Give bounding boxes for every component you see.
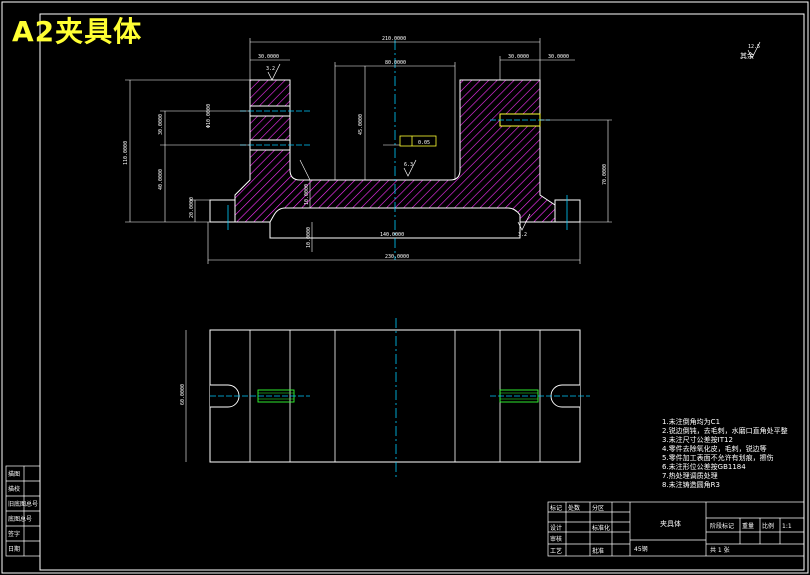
- tb-cell-design: 设计: [550, 524, 562, 532]
- left-flange: [209, 199, 236, 223]
- dim-slot-depth-b: 10.0000: [306, 227, 312, 248]
- tb-cell-standard: 标准化: [592, 524, 610, 532]
- title-block-scale-label: 比例: [762, 522, 774, 530]
- dim-left-sub-a: 30.0000: [158, 114, 164, 135]
- title-block-part-name: 夹具体: [660, 519, 681, 528]
- note-7: 7.热处理调质处理: [662, 471, 718, 480]
- tb-cell-review: 审核: [550, 535, 562, 543]
- note-8: 8.未注铸造圆角R3: [662, 480, 720, 489]
- tb-cell-zone: 分区: [592, 504, 604, 512]
- dim-right-step-b: 30.0000: [548, 54, 569, 60]
- dim-base-small: 20.0000: [189, 197, 195, 218]
- title-block: [547, 501, 805, 557]
- tb-cell-count: 处数: [568, 504, 580, 512]
- drawing-title: A2夹具体: [12, 15, 143, 48]
- tb-cell-mark: 标记: [550, 504, 562, 512]
- roughness-right-bottom: 3.2: [518, 232, 527, 238]
- dim-inner-depth: 45.0000: [358, 114, 364, 135]
- dim-overall-top: 210.0000: [382, 36, 406, 42]
- dim-slot-depth: 10.0000: [304, 184, 310, 205]
- dim-hole-size: Φ10.0000: [206, 104, 212, 128]
- roughness-center: 6.3: [404, 162, 413, 168]
- plan-view: 60.0000: [180, 318, 590, 478]
- dim-left-height: 110.0000: [123, 141, 129, 165]
- left-stamp: [5, 465, 41, 557]
- roughness-left-top: 3.2: [266, 66, 275, 72]
- dim-right-step-a: 30.0000: [508, 54, 529, 60]
- dim-bottom-overall: 230.0000: [385, 254, 409, 260]
- note-5: 5.零件加工表面不允许有划痕，擦伤: [662, 453, 774, 462]
- note-2: 2.锐边倒钝，去毛刺，水磨口直角处平整: [662, 426, 788, 435]
- dim-plan-height: 60.0000: [180, 384, 186, 405]
- note-3: 3.未注尺寸公差按IT12: [662, 435, 733, 444]
- drawing-frame: [39, 13, 805, 571]
- dim-left-sub-b: 40.0000: [158, 169, 164, 190]
- title-block-sheet: 共 1 张: [710, 546, 730, 554]
- dim-left-step: 30.0000: [258, 54, 279, 60]
- tb-cell-approve: 批准: [592, 547, 604, 555]
- dim-bottom-inner: 140.0000: [380, 232, 404, 238]
- right-flange: [554, 199, 581, 223]
- title-block-scale: 1:1: [782, 523, 792, 530]
- stamp-row-6: 日期: [8, 545, 20, 553]
- title-block-material: 45钢: [634, 545, 648, 553]
- technical-notes: 1.未注倒角均为C1 2.锐边倒钝，去毛刺，水磨口直角处平整 3.未注尺寸公差按…: [662, 417, 788, 489]
- dim-right-height: 70.0000: [602, 164, 608, 185]
- roughness-rest-label: 其余: [740, 51, 754, 60]
- stamp-row-3: 旧底图总号: [8, 500, 38, 508]
- dim-top-inner: 80.0000: [385, 60, 406, 66]
- tb-cell-process: 工艺: [550, 547, 562, 555]
- stamp-row-2: 描校: [8, 485, 20, 493]
- flatness-frame: [399, 135, 437, 147]
- roughness-top-right: 12.5: [748, 44, 760, 50]
- title-block-stage: 阶段标记: [710, 522, 734, 530]
- stamp-row-1: 描图: [8, 470, 20, 478]
- title-block-weight: 重量: [742, 522, 754, 530]
- note-4: 4.零件去除氧化皮，毛刺，锐边等: [662, 444, 767, 453]
- stamp-row-5: 签字: [8, 530, 20, 538]
- section-view: 0.05 210.0000 80.0000 30.0000 30.0000 30…: [123, 36, 761, 264]
- note-1: 1.未注倒角均为C1: [662, 417, 720, 426]
- flatness-value: 0.05: [418, 140, 430, 146]
- note-6: 6.未注形位公差按GB1184: [662, 462, 746, 471]
- stamp-row-4: 底图总号: [8, 515, 32, 523]
